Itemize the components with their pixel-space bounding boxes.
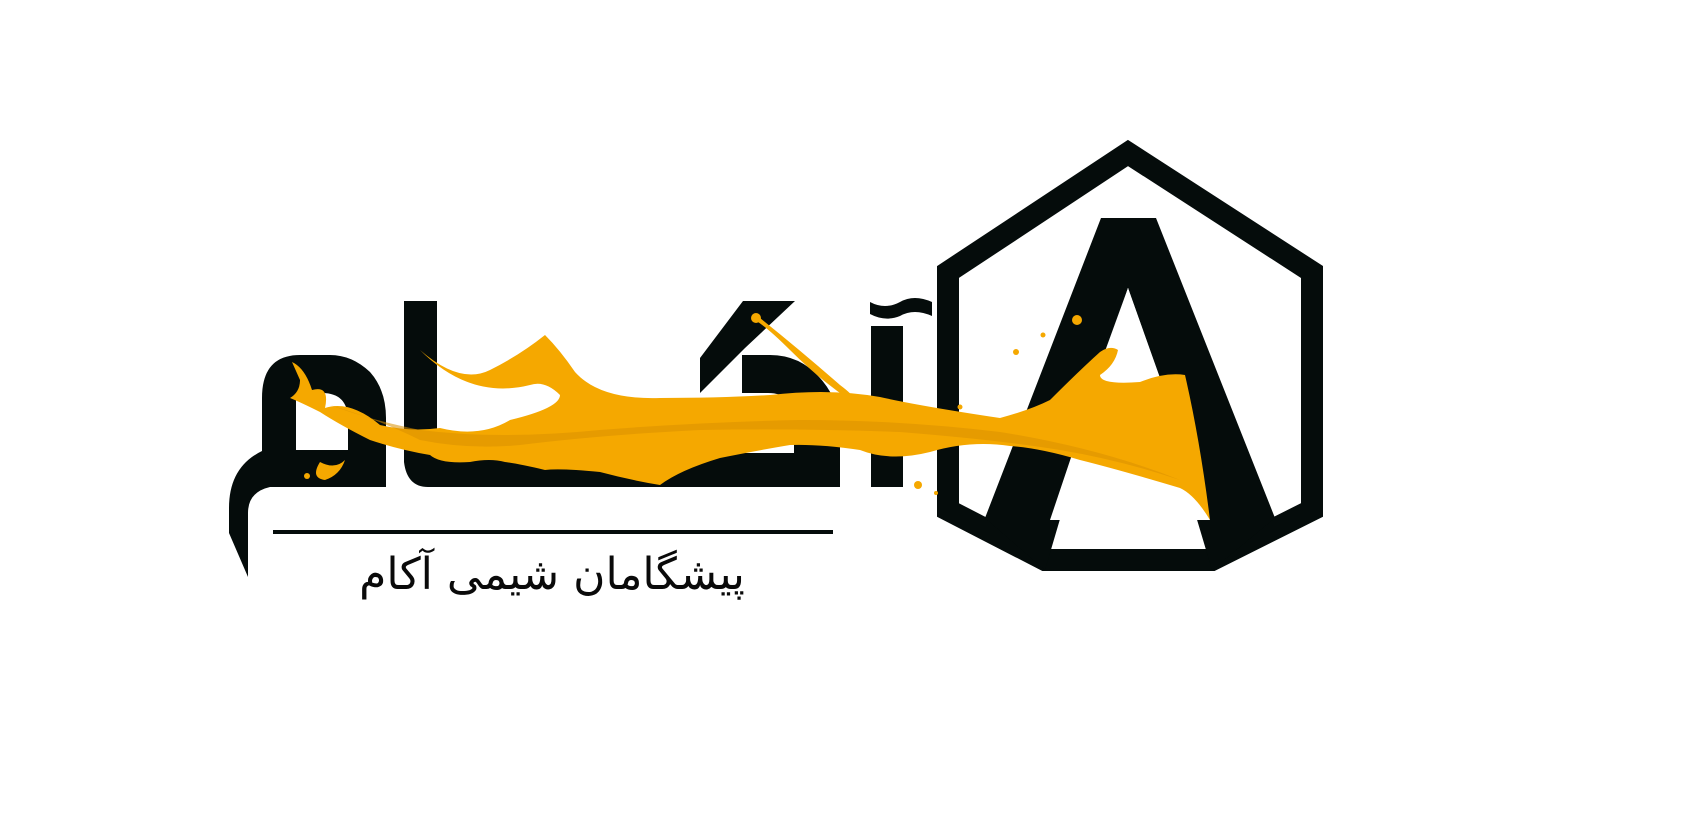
tagline: پیشگامان شیمی آکام — [359, 549, 745, 600]
hexagon-emblem — [937, 139, 1323, 571]
paint-splash — [290, 313, 1210, 520]
divider-line — [273, 530, 833, 534]
hexagon-outline — [937, 139, 1323, 571]
